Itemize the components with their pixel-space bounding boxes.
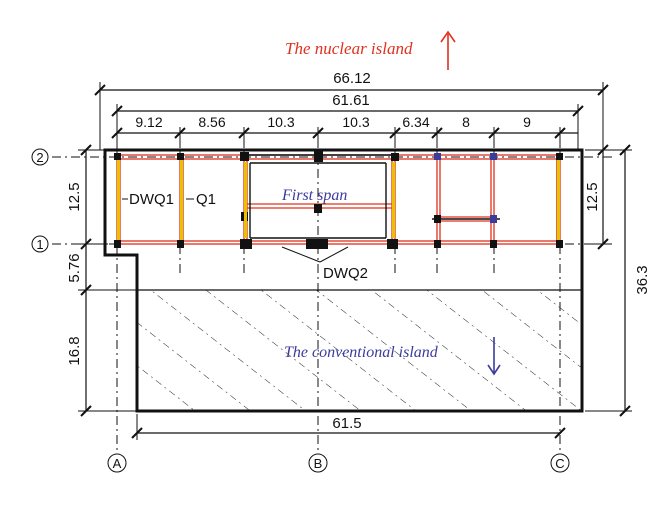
svg-text:61.61: 61.61 (332, 92, 370, 109)
dwq1-label: DWQ1 (129, 191, 174, 208)
axis-bubble-a: A (107, 453, 127, 473)
svg-text:C: C (555, 456, 564, 471)
columns-black (114, 151, 563, 249)
svg-text:B: B (314, 456, 323, 471)
span-label: 10.3 (267, 114, 294, 130)
svg-text:2: 2 (36, 150, 43, 165)
columns-blue (434, 153, 497, 223)
dimension-right-overall: 36.3 (585, 144, 651, 417)
dimension-overall-top: 66.12 (94, 70, 609, 150)
dwq2-leader (281, 246, 349, 263)
axis-bubble-2: 2 (31, 148, 49, 166)
first-span-frame (244, 154, 500, 239)
axis-bubble-b: B (308, 453, 328, 473)
svg-text:12.5: 12.5 (66, 182, 83, 211)
svg-text:36.3: 36.3 (634, 265, 651, 294)
axis-bubble-1: 1 (31, 235, 49, 253)
dimension-top-inner: 61.61 (111, 92, 584, 150)
span-label: 9.12 (135, 114, 162, 130)
svg-text:5.76: 5.76 (66, 253, 83, 282)
dimension-left: 12.5 5.76 16.8 (66, 144, 137, 417)
nuclear-island-label: The nuclear island (285, 39, 413, 58)
up-arrow-icon (440, 30, 456, 70)
dwq2-label: DWQ2 (323, 265, 368, 282)
dimension-spans: 9.12 8.56 10.3 10.3 6.34 8 9 (111, 114, 578, 148)
columns-yellow (117, 160, 560, 240)
span-label: 10.3 (342, 114, 369, 130)
conventional-island-label: The conventional island (284, 344, 439, 361)
svg-text:16.8: 16.8 (66, 336, 83, 365)
axis-bubble-c: C (550, 453, 570, 473)
first-span-label: First span (281, 187, 347, 204)
span-label: 9 (523, 114, 531, 130)
span-label: 8 (462, 114, 470, 130)
svg-text:66.12: 66.12 (333, 70, 371, 87)
conventional-island-area (137, 290, 582, 411)
svg-text:1: 1 (36, 237, 43, 252)
down-arrow-icon (487, 337, 501, 376)
svg-text:12.5: 12.5 (584, 182, 601, 211)
svg-text:61.5: 61.5 (332, 415, 361, 432)
q1-label: Q1 (196, 191, 216, 208)
svg-text:A: A (113, 456, 122, 471)
dimension-bottom: 61.5 (131, 414, 566, 440)
span-label: 8.56 (198, 114, 225, 130)
dimension-right-inner: 12.5 (584, 144, 612, 250)
span-label: 6.34 (402, 114, 429, 130)
